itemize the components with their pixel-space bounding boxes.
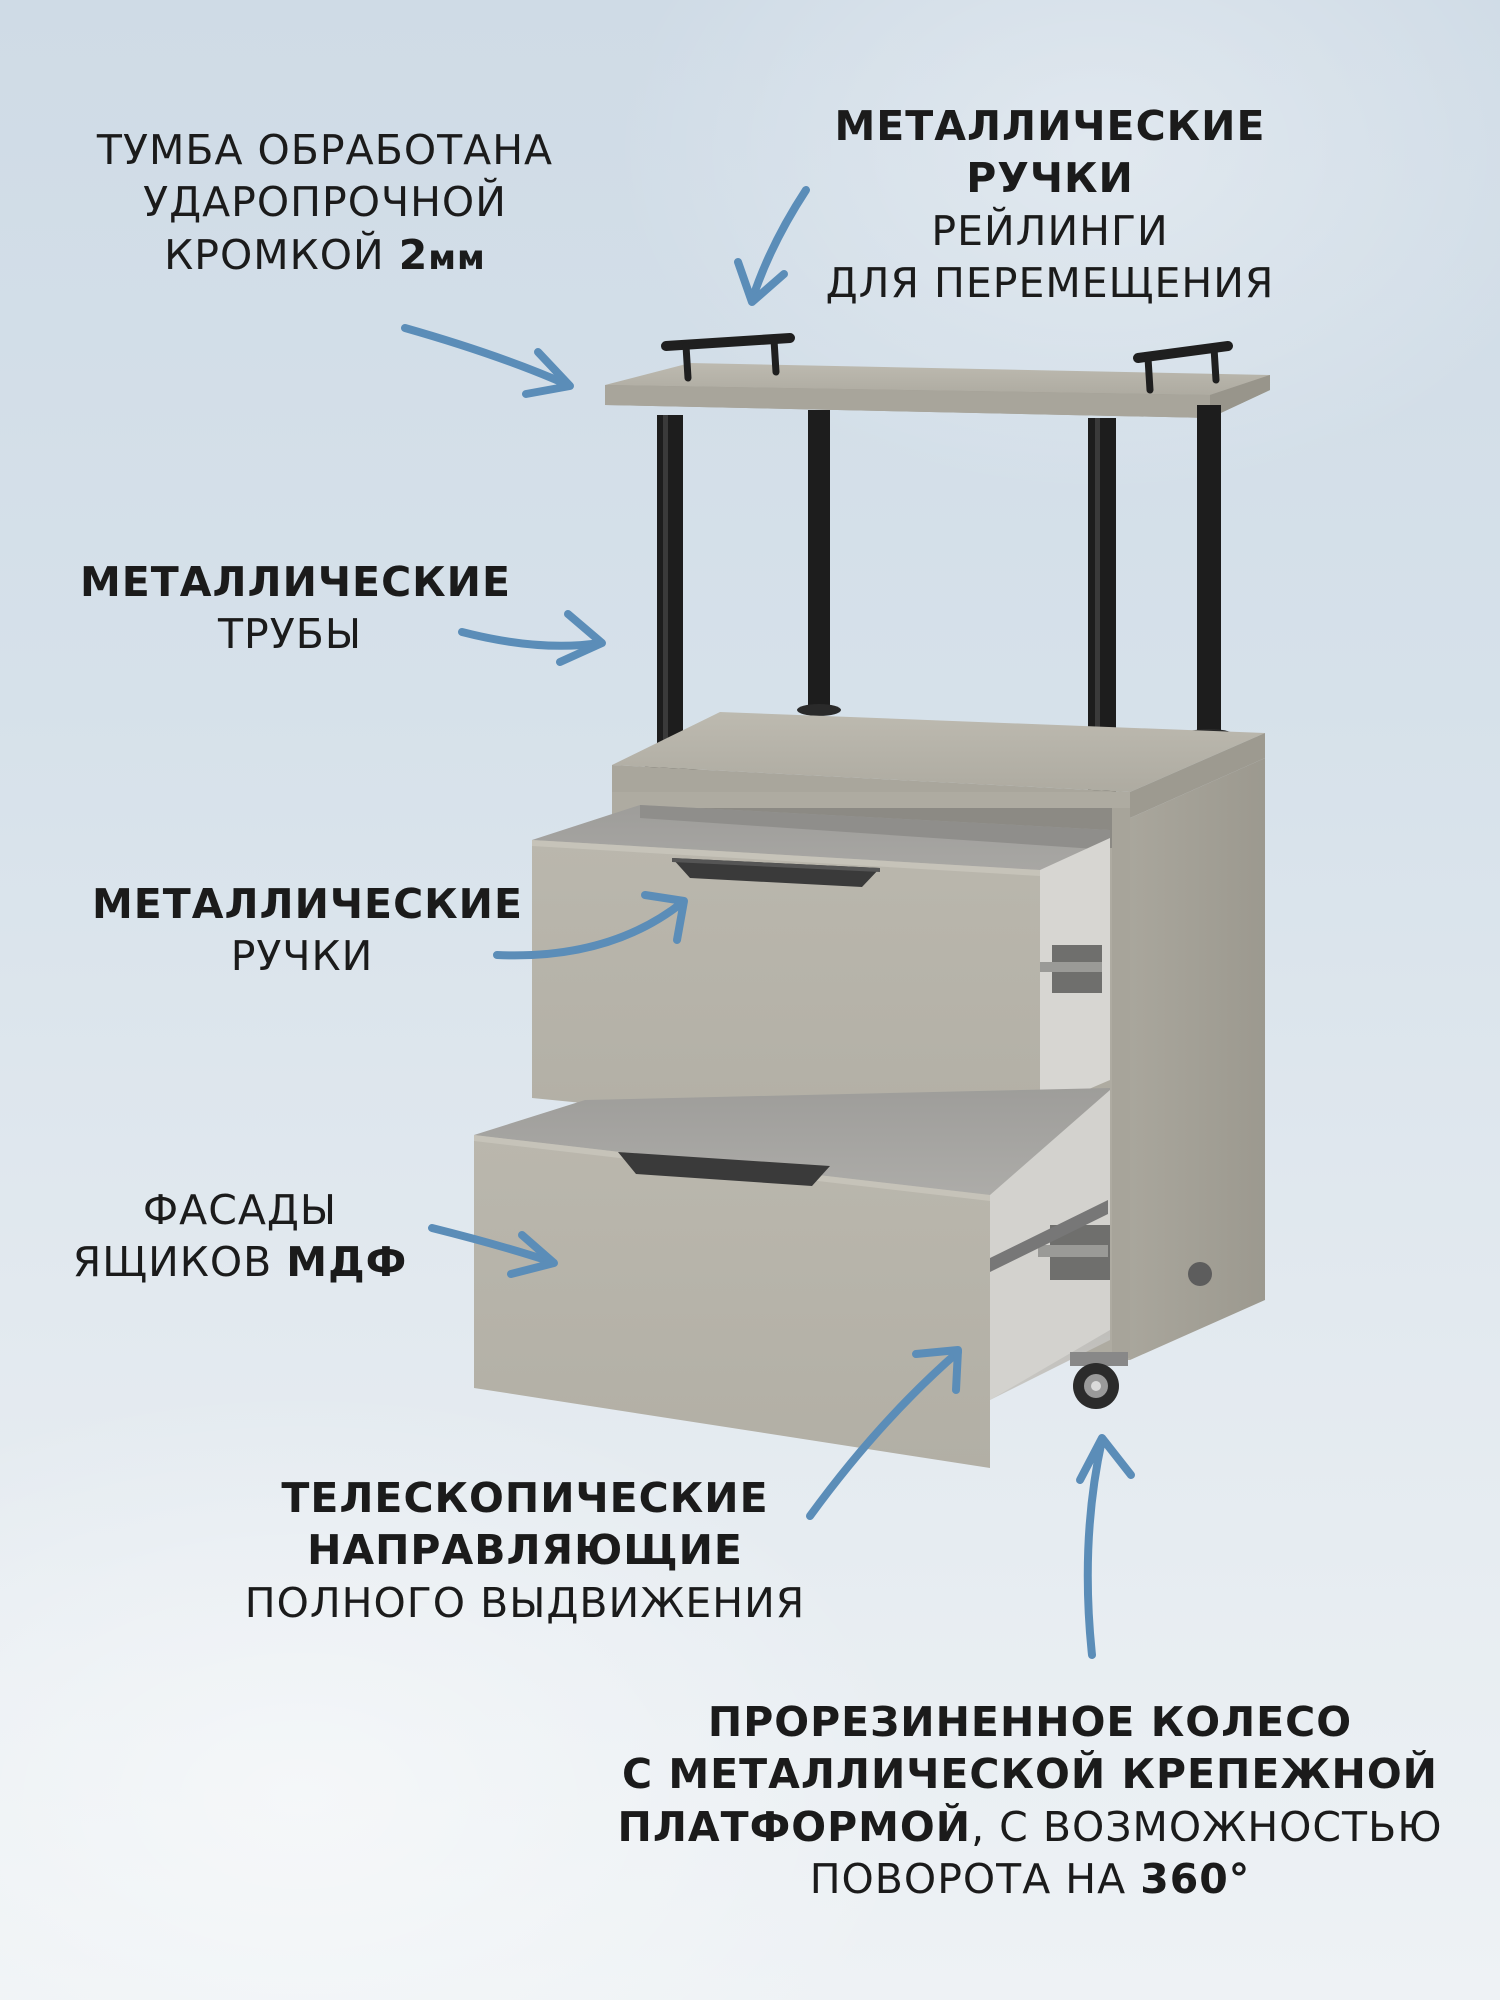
arrow-facades (428, 1224, 558, 1278)
label-edge-line1: Тумба обработана (96, 126, 554, 174)
label-wheel-line3: платформой, с возможностью (595, 1801, 1465, 1853)
arrow-slides (806, 1346, 962, 1520)
arrow-tubes (458, 610, 606, 666)
arrow-wheel (1076, 1434, 1135, 1659)
label-slides: Телескопические направляющие полного выд… (220, 1472, 830, 1629)
label-wheel-line1: Прорезиненное колесо (595, 1696, 1465, 1748)
arrow-drawer-handles (493, 891, 688, 960)
label-slides-title1: Телескопические (281, 1474, 769, 1522)
upper-drawer (532, 805, 1110, 1148)
label-wheel-title2: с металлической крепежной (621, 1750, 1439, 1799)
label-wheel: Прорезиненное колесо с металлической кре… (595, 1696, 1465, 1906)
label-drawer-handles-line2: ручки (230, 932, 374, 981)
label-wheel-line2: с металлической крепежной (595, 1748, 1465, 1800)
top-rail-handles (661, 333, 1233, 394)
label-edge-line3-text: кромкой (164, 230, 399, 279)
label-facades: Фасады ящиков МДФ (60, 1184, 420, 1289)
label-wheel-title1: Прорезиненное колесо (707, 1698, 1353, 1746)
label-drawer-handles-line1: Металлические (92, 878, 522, 930)
label-edge-line3: кромкой 2мм (80, 229, 570, 281)
top-shelf (605, 363, 1270, 418)
label-edge-unit: мм (428, 237, 486, 278)
label-facades-line1: Фасады (142, 1186, 338, 1234)
label-tubes: Металлические трубы (80, 556, 510, 661)
label-top-handles-line1: Металлические ручки (745, 100, 1355, 205)
label-tubes-title: Металлические (80, 558, 511, 606)
label-edge: Тумба обработана ударопрочной кромкой 2м… (80, 124, 570, 281)
cabinet-side (1130, 758, 1265, 1360)
label-top-handles: Металлические ручки рейлинги для перемещ… (745, 100, 1355, 310)
label-drawer-handles-title: Металлические (92, 880, 523, 928)
label-edge-thickness: 2 (398, 230, 429, 279)
lower-drawer (474, 1088, 1110, 1468)
label-facades-line2: ящиков МДФ (60, 1236, 420, 1288)
label-facades-line2-text: ящиков (72, 1238, 287, 1287)
label-slides-line1: Телескопические (220, 1472, 830, 1524)
label-top-handles-title: Металлические ручки (834, 102, 1266, 203)
label-slides-line2: направляющие (220, 1524, 830, 1576)
label-wheel-line3-text: , с возможностью (971, 1802, 1443, 1851)
arrow-edge (401, 324, 574, 398)
label-wheel-platform: платформой (617, 1802, 972, 1851)
swivel-wheel (1070, 1262, 1212, 1409)
label-facades-material: МДФ (286, 1238, 408, 1287)
label-tubes-line2: трубы (217, 610, 363, 659)
label-slides-title2: направляющие (307, 1526, 743, 1575)
label-drawer-handles: Металлические ручки (92, 878, 522, 983)
label-slides-line3: полного выдвижения (244, 1578, 806, 1627)
label-edge-line2: ударопрочной (143, 178, 507, 227)
label-top-handles-line3: для перемещения (825, 259, 1275, 308)
label-top-handles-line2: рейлинги (931, 206, 1169, 255)
arrow-top-handles (734, 186, 810, 306)
label-tubes-line1: Металлические (80, 556, 510, 608)
label-wheel-line4: поворота на 360° (595, 1853, 1465, 1905)
label-wheel-rotation: 360° (1140, 1855, 1251, 1904)
label-wheel-line4-text: поворота на (809, 1855, 1141, 1904)
